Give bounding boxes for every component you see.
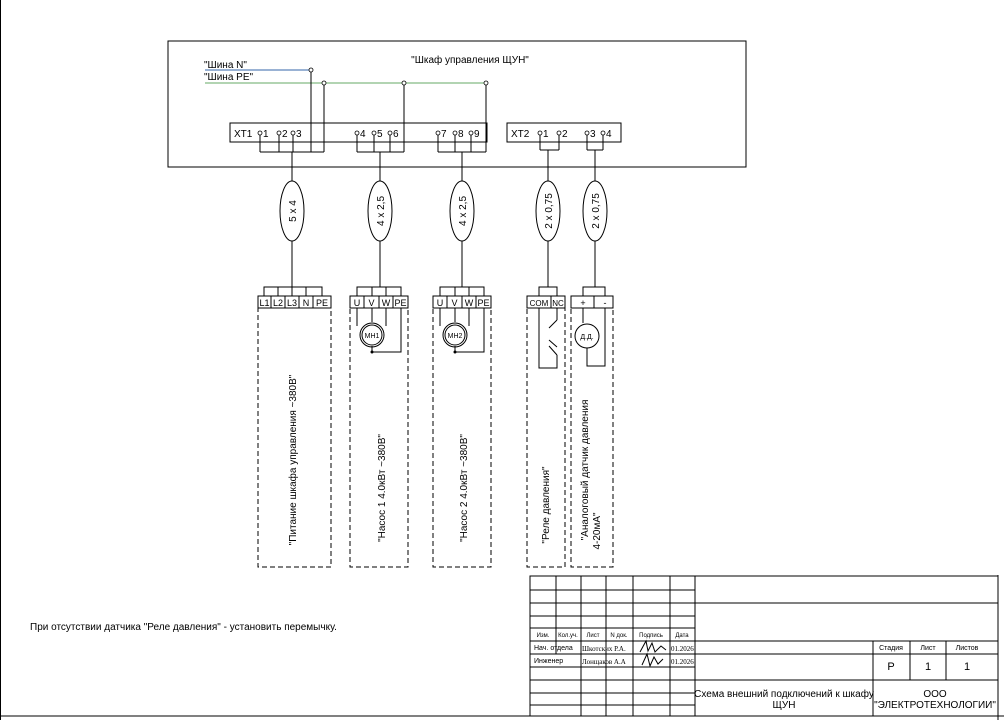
cable-3: 4 x 2,5 <box>449 180 475 287</box>
stamp-r2-name: Лонщаков А.А <box>582 658 626 666</box>
note-text: При отсутствии датчика "Реле давления" -… <box>30 622 337 633</box>
cable-5-spec: 2 x 0,75 <box>591 193 602 229</box>
device-pressure-relay: COM NC "Реле давления" <box>526 286 566 568</box>
cable-2-spec: 4 x 2,5 <box>376 196 387 226</box>
dev1-term-n: N <box>303 298 310 308</box>
xt1-t5: 5 <box>377 129 383 140</box>
xt1-terminals: 1 2 3 4 5 6 7 8 9 <box>257 129 480 140</box>
motor-mn1-label: МН1 <box>365 333 380 340</box>
device-pressure-sensor: + - Д.Д. "Аналоговый датчик давления 4-2… <box>570 286 614 568</box>
xt1-t3: 3 <box>296 129 302 140</box>
xt2-t1: 1 <box>543 129 549 140</box>
bus-pe-label: "Шина PE" <box>204 72 254 83</box>
xt2-t3: 3 <box>590 129 596 140</box>
dev4-term-com: COM <box>530 299 549 308</box>
stamp-r1-name: Шкотских Р.А. <box>582 645 626 653</box>
device-pump-2: U V W PE МН2 "Насос 2 4.0кВт ~380В" <box>432 286 492 568</box>
signature-2 <box>641 652 664 668</box>
xt2-block <box>506 122 622 143</box>
stamp-h-list2: Лист <box>920 645 936 652</box>
stamp-r2-date: 01.2026 <box>671 658 694 666</box>
cable-5: 2 x 0,75 <box>582 180 608 287</box>
dev2-term-pe: PE <box>394 298 406 308</box>
xt1-t6: 6 <box>393 129 399 140</box>
stamp-h-listov: Листов <box>956 645 979 652</box>
device-power-supply: L1 L2 L3 N PE "Питание шкафа управления … <box>257 286 332 568</box>
dev3-term-pe: PE <box>477 298 489 308</box>
xt2-t2: 2 <box>562 129 568 140</box>
stamp-h-list: Лист <box>586 633 599 639</box>
stamp-h-kol: Кол.уч. <box>558 633 578 639</box>
signature-1 <box>639 639 667 653</box>
dev2-term-v: V <box>368 298 374 308</box>
cable-1-spec: 5 x 4 <box>288 200 299 222</box>
dev5-label-line2: 4-20мА" <box>592 512 603 550</box>
dev1-term-l3: L3 <box>287 298 297 308</box>
stamp-h-ndok: N док. <box>610 633 627 639</box>
dev1-label: "Питание шкафа управления ~380В" <box>287 374 299 545</box>
xt2-terminals: 1 2 3 4 <box>537 129 612 140</box>
stamp-h-stadia: Стадия <box>879 645 903 652</box>
dev3-term-v: V <box>451 298 457 308</box>
cable-1: 5 x 4 <box>279 180 305 287</box>
bus-n-label: "Шина N" <box>204 60 247 71</box>
cabinet-wiring <box>259 135 604 181</box>
stamp-title-line2: ЩУН <box>773 700 796 711</box>
stamp-org-line1: ООО <box>923 689 947 700</box>
cable-4: 2 x 0,75 <box>535 180 561 287</box>
xt1-t8: 8 <box>458 129 464 140</box>
dev5-term-minus: - <box>604 298 607 308</box>
dev1-term-l2: L2 <box>273 298 283 308</box>
cabinet-box <box>167 40 747 168</box>
stamp-h-izm: Изм. <box>537 633 550 639</box>
sensor-dd-label: Д.Д. <box>580 334 593 341</box>
dev3-term-w: W <box>465 298 474 308</box>
stamp-org-line2: "ЭЛЕКТРОТЕХНОЛОГИИ" <box>874 700 996 711</box>
device-pump-1: U V W PE МН1 "Насос 1 4.0кВт ~380В" <box>349 286 409 568</box>
xt2-t4: 4 <box>606 129 612 140</box>
xt1-t1: 1 <box>263 129 269 140</box>
stamp-title-line1: Схема внешний подключений к шкафу <box>694 688 874 700</box>
stamp-stadia: Р <box>887 661 894 673</box>
motor-mn2-label: МН2 <box>448 333 463 340</box>
dev3-term-u: U <box>437 298 444 308</box>
stamp-r1-date: 01.2026 <box>671 645 694 653</box>
dev5-label-line1: "Аналоговый датчик давления <box>580 400 591 541</box>
stamp-listov: 1 <box>964 661 970 673</box>
bus-taps <box>308 67 489 152</box>
xt1-t2: 2 <box>282 129 288 140</box>
xt1-t9: 9 <box>474 129 480 140</box>
xt1-t4: 4 <box>360 129 366 140</box>
stamp-r2-role: Инженер <box>534 658 563 665</box>
xt1-label: XT1 <box>234 129 253 140</box>
cable-3-spec: 4 x 2,5 <box>458 196 469 226</box>
cabinet-title: "Шкаф управления ЩУН" <box>411 54 529 66</box>
xt1-t7: 7 <box>441 129 447 140</box>
dev1-term-l1: L1 <box>259 298 269 308</box>
dev2-term-u: U <box>354 298 361 308</box>
dev2-term-w: W <box>382 298 391 308</box>
dev4-label: "Реле давления" <box>541 466 552 544</box>
stamp-list: 1 <box>925 661 931 673</box>
dev4-term-nc: NC <box>552 299 564 308</box>
dev1-term-pe: PE <box>316 298 328 308</box>
stamp-h-podp: Подпись <box>639 633 663 639</box>
title-block: Изм. Кол.уч. Лист N док. Подпись Дата На… <box>529 575 999 717</box>
dev2-label: "Насос 1 4.0кВт ~380В" <box>377 434 388 542</box>
dev3-label: "Насос 2 4.0кВт ~380В" <box>459 434 470 542</box>
cable-4-spec: 2 x 0,75 <box>544 193 555 229</box>
xt1-block <box>229 122 488 143</box>
stamp-r1-role: Нач. отдела <box>534 645 573 652</box>
cable-2: 4 x 2,5 <box>367 180 393 287</box>
xt2-label: XT2 <box>511 129 530 140</box>
stamp-h-data: Дата <box>675 633 689 639</box>
dev5-term-plus: + <box>580 298 585 308</box>
